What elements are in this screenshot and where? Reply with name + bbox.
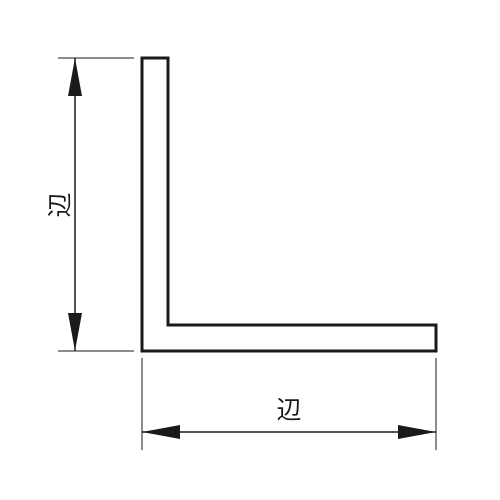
vertical-arrow-top bbox=[68, 58, 82, 96]
l-profile-outline bbox=[140, 56, 438, 353]
horizontal-arrow-right bbox=[398, 425, 436, 439]
horizontal-dimension-label: 辺 bbox=[276, 396, 301, 425]
vertical-dimension-label: 辺 bbox=[46, 192, 75, 217]
horizontal-arrow-left bbox=[142, 425, 180, 439]
vertical-arrow-bottom bbox=[68, 313, 82, 351]
